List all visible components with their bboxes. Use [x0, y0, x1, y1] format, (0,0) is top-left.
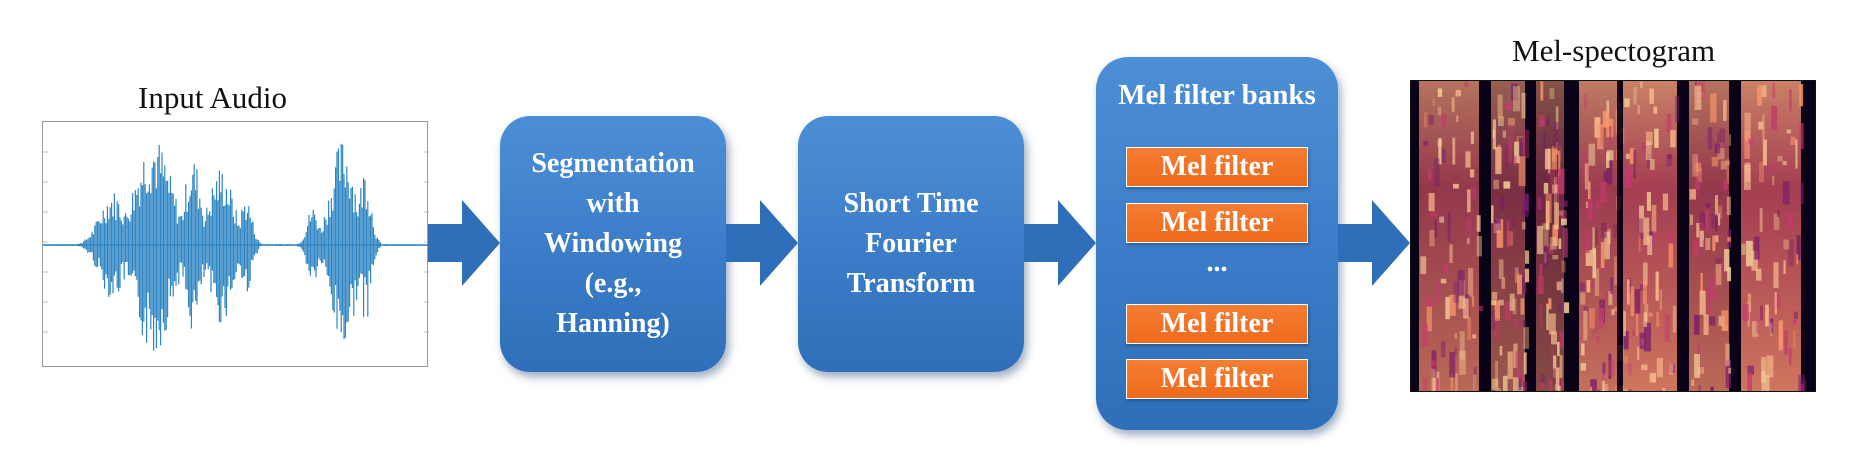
segmentation-windowing-stage: Segmentation with Windowing (e.g., Hanni… [500, 116, 726, 372]
mel-filter-box: Mel filter [1126, 359, 1308, 399]
flow-arrow-1 [428, 200, 500, 286]
input-audio-waveform [42, 121, 429, 367]
mel-spectrogram-label: Mel-spectogram [1512, 33, 1716, 68]
mel-filter-banks-title: Mel filter banks [1118, 79, 1316, 111]
stft-stage-label: Short Time Fourier Transform [843, 188, 979, 299]
input-audio-label: Input Audio [138, 80, 287, 115]
flow-arrow-4 [1338, 200, 1410, 286]
mel-spectrogram-image [1410, 80, 1816, 392]
mel-filter-box: Mel filter [1126, 203, 1308, 243]
spectrogram-plot [1419, 81, 1807, 391]
mel-filter-box: Mel filter [1126, 304, 1308, 344]
mel-filter-box: Mel filter [1126, 147, 1308, 187]
flow-arrow-3 [1024, 200, 1096, 286]
waveform-plot [43, 143, 429, 351]
mel-filter-ellipsis: ... [1206, 247, 1228, 278]
segmentation-stage-label: Segmentation with Windowing (e.g., Hanni… [531, 148, 695, 339]
mel-filter-banks-panel: Mel filter banks Mel filter Mel filter .… [1096, 57, 1338, 430]
flow-arrow-2 [726, 200, 798, 286]
stft-stage: Short Time Fourier Transform [798, 116, 1024, 372]
